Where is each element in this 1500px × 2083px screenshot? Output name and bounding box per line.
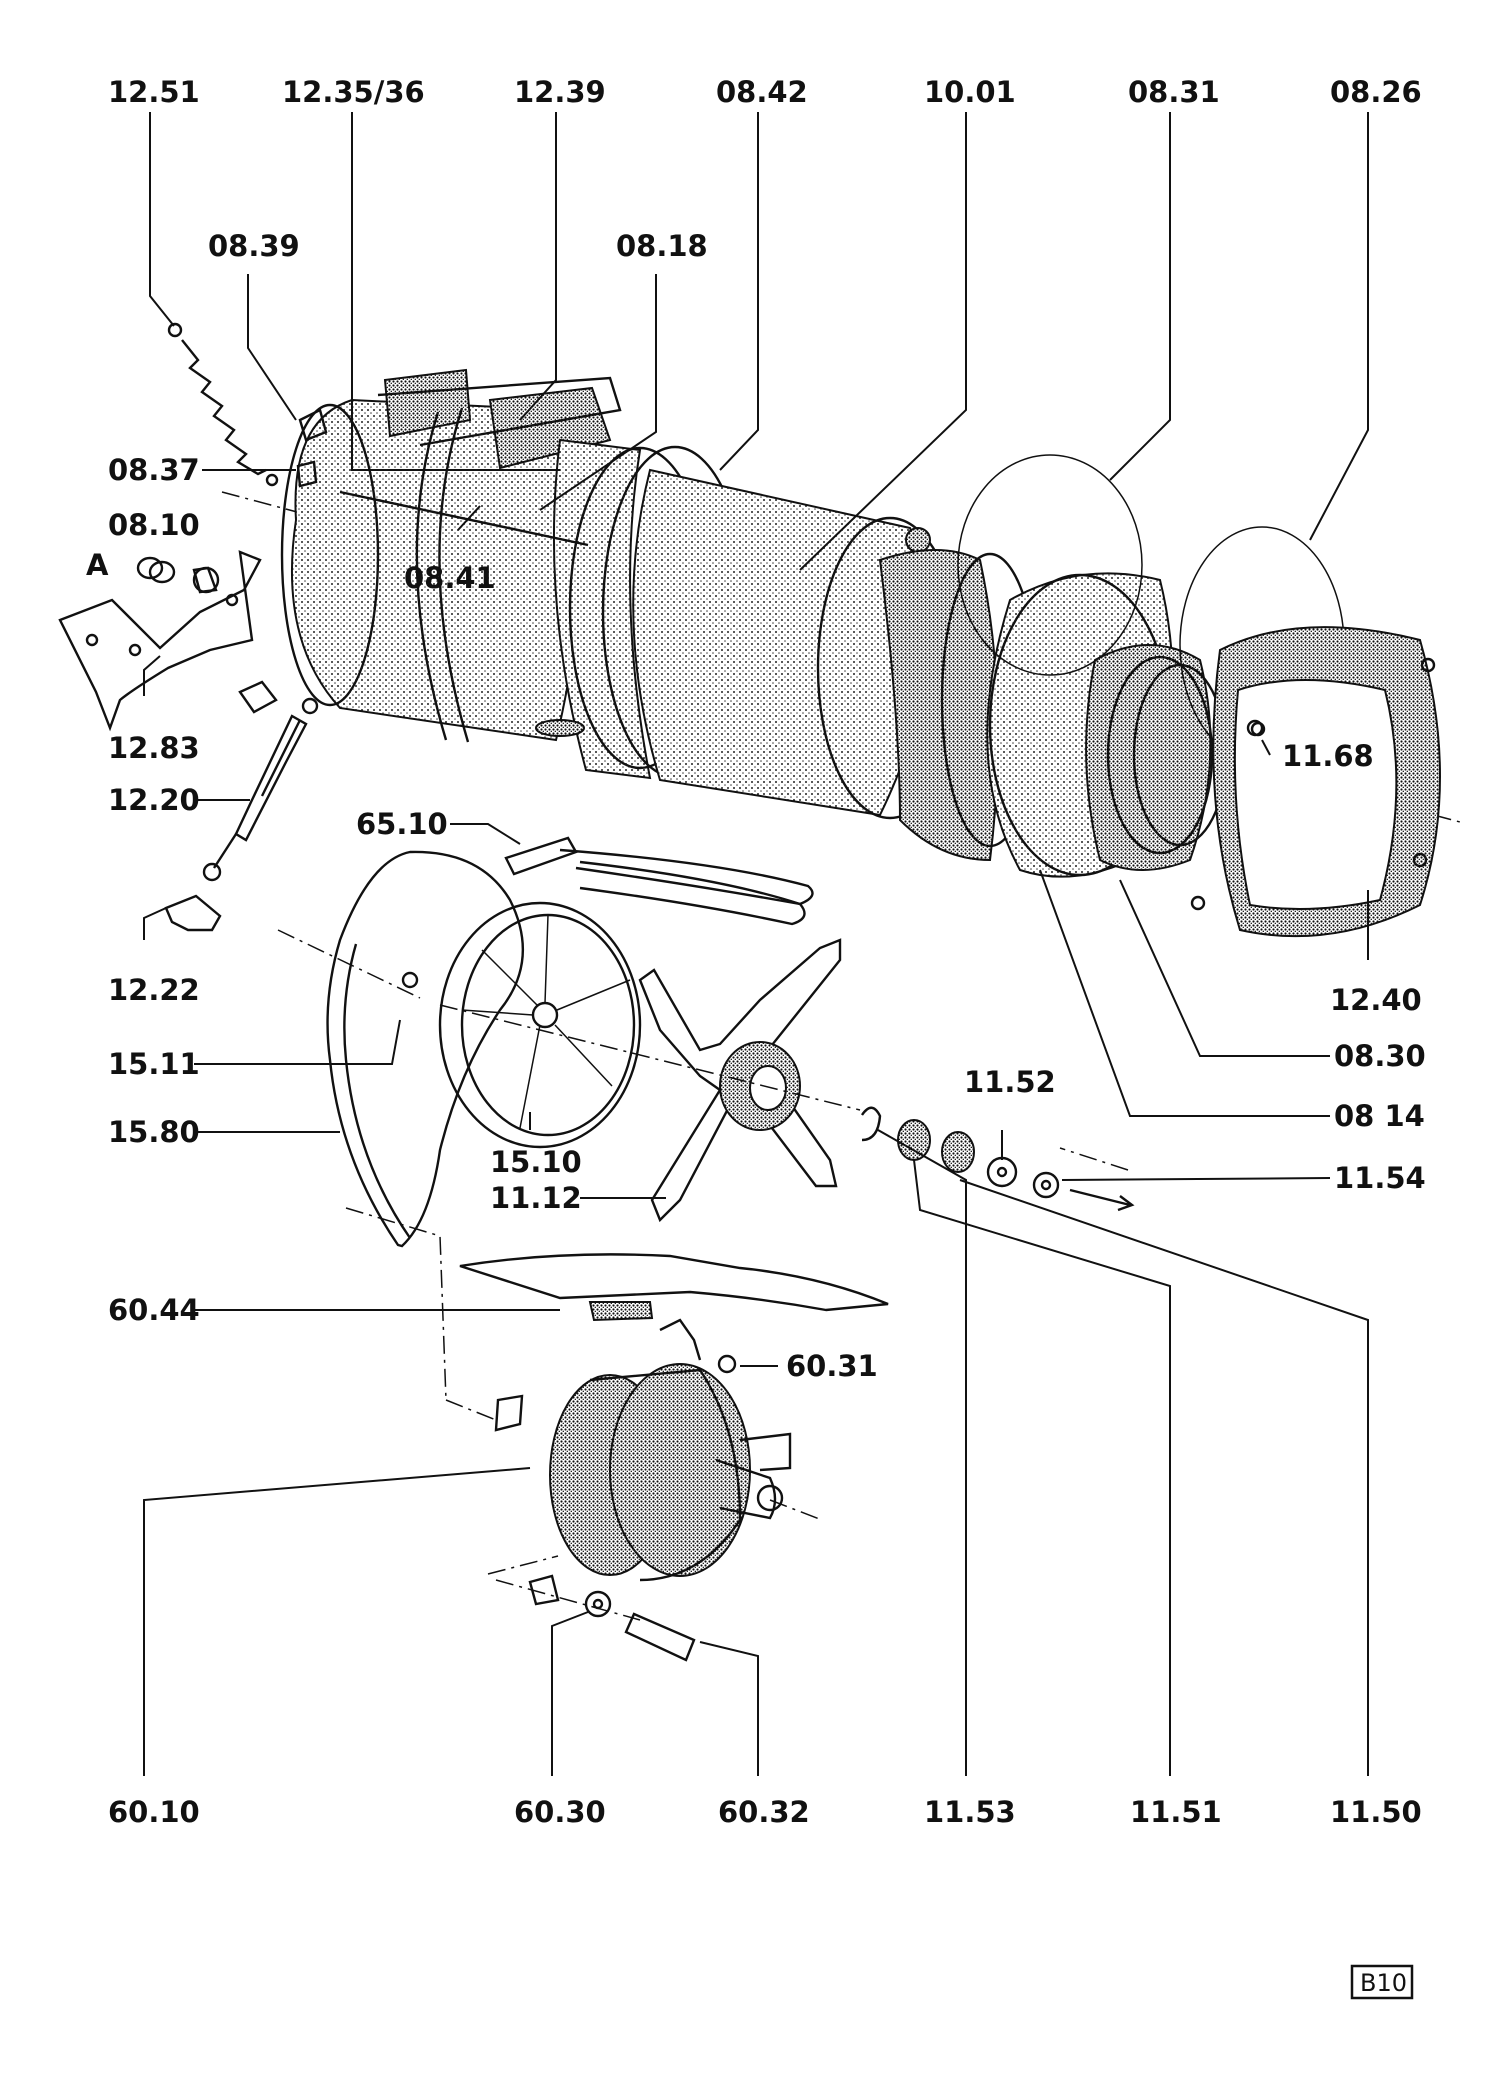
belt-15-80 bbox=[326, 850, 525, 1248]
label-11-53: 11.53 bbox=[924, 1795, 1016, 1829]
rod-08-41 bbox=[339, 490, 589, 547]
bracket-small bbox=[238, 680, 278, 714]
label-a: A bbox=[86, 548, 109, 582]
label-12-22: 12.22 bbox=[108, 973, 200, 1007]
bracket-12-22 bbox=[164, 894, 222, 932]
label-08-31: 08.31 bbox=[1128, 75, 1220, 109]
label-08-42: 08.42 bbox=[716, 75, 808, 109]
label-11-52: 11.52 bbox=[964, 1065, 1056, 1099]
label-60-31: 60.31 bbox=[786, 1349, 878, 1383]
label-12-83: 12.83 bbox=[108, 731, 200, 765]
label-11-68: 11.68 bbox=[1282, 739, 1374, 773]
label-65-10: 65.10 bbox=[356, 807, 448, 841]
label-12-35-36: 12.35/36 bbox=[282, 75, 425, 109]
bracket-12-83 bbox=[58, 550, 262, 732]
label-60-10: 60.10 bbox=[108, 1795, 200, 1829]
label-08-39: 08.39 bbox=[208, 229, 300, 263]
label-12-20: 12.20 bbox=[108, 783, 200, 817]
label-08-37: 08.37 bbox=[108, 453, 200, 487]
label-15-80: 15.80 bbox=[108, 1115, 200, 1149]
page-tag-text: B10 bbox=[1360, 1969, 1407, 1997]
clip-08-39 bbox=[298, 408, 328, 442]
fitting-a bbox=[136, 556, 220, 594]
spring-12-51 bbox=[167, 322, 279, 487]
pulley-15-10 bbox=[401, 901, 642, 1149]
label-11-51: 11.51 bbox=[1130, 1795, 1222, 1829]
label-60-30: 60.30 bbox=[514, 1795, 606, 1829]
motor-mounts bbox=[528, 1574, 696, 1662]
label-11-12: 11.12 bbox=[490, 1181, 582, 1215]
shaft-fixings bbox=[861, 1106, 1135, 1212]
label-12-51: 12.51 bbox=[108, 75, 200, 109]
leader-lines bbox=[143, 112, 1369, 1776]
label-11-50: 11.50 bbox=[1330, 1795, 1422, 1829]
label-08-41: 08.41 bbox=[404, 561, 496, 595]
motor-60-10 bbox=[494, 1318, 792, 1582]
label-60-32: 60.32 bbox=[718, 1795, 810, 1829]
label-08-10: 08.10 bbox=[108, 508, 200, 542]
label-15-11: 15.11 bbox=[108, 1047, 200, 1081]
clip-08-37 bbox=[296, 460, 318, 488]
label-08-30: 08.30 bbox=[1334, 1039, 1426, 1073]
label-11-54: 11.54 bbox=[1334, 1161, 1426, 1195]
label-08-26: 08.26 bbox=[1330, 75, 1422, 109]
page-tag: B10 bbox=[1350, 1964, 1414, 2000]
part-number-labels: 12.51 12.35/36 12.39 08.42 10.01 08.31 0… bbox=[86, 75, 1426, 1829]
motor-cover-60-44 bbox=[459, 1253, 889, 1322]
heater-65-10 bbox=[504, 836, 814, 926]
label-15-10: 15.10 bbox=[490, 1145, 582, 1179]
shock-absorber-12-20 bbox=[202, 714, 308, 882]
label-08-18: 08.18 bbox=[616, 229, 708, 263]
label-60-44: 60.44 bbox=[108, 1293, 200, 1327]
tub-assembly bbox=[221, 368, 1461, 938]
spider-11-12 bbox=[638, 938, 842, 1223]
label-08-14: 08 14 bbox=[1334, 1099, 1425, 1133]
label-12-39: 12.39 bbox=[514, 75, 606, 109]
label-10-01: 10.01 bbox=[924, 75, 1016, 109]
label-12-40: 12.40 bbox=[1330, 983, 1422, 1017]
